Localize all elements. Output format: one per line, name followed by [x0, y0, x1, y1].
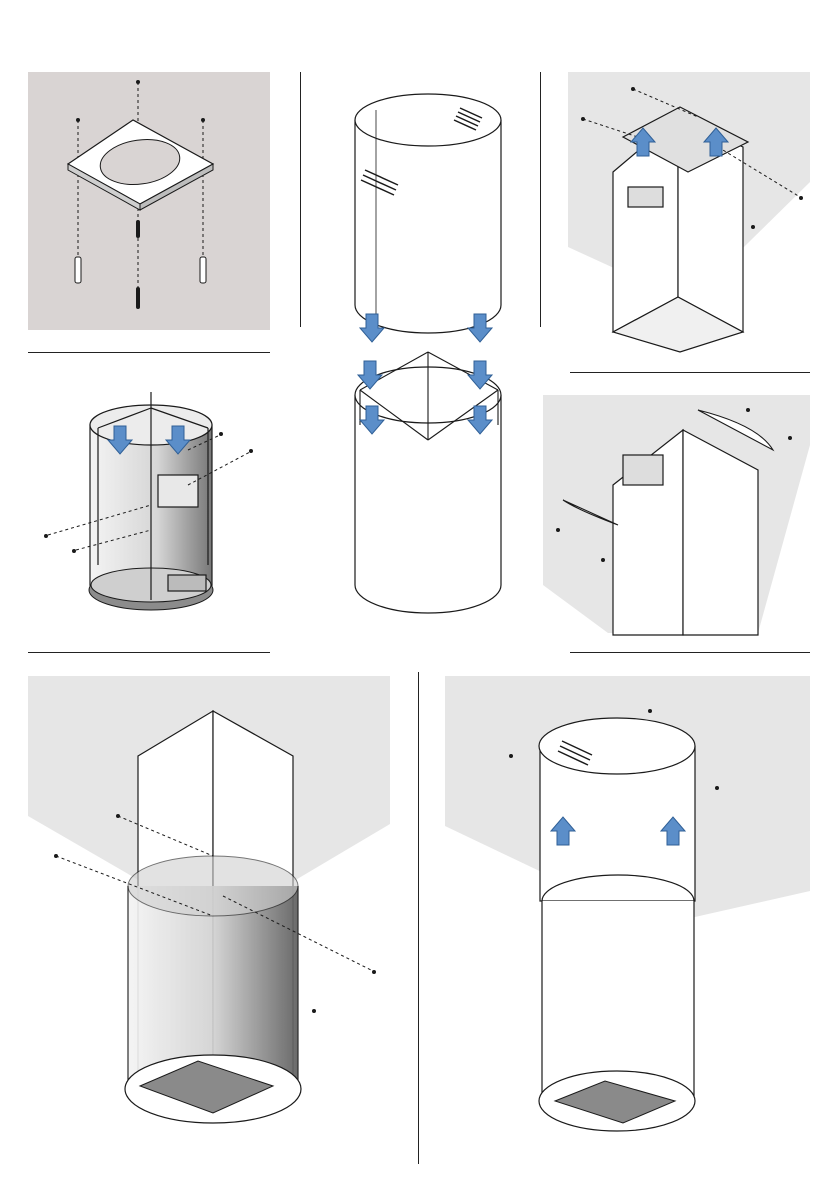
upper-chimney	[355, 94, 501, 333]
step-stack-chimneys-drawing	[330, 90, 530, 620]
step-attach-brackets-drawing	[543, 395, 810, 635]
divider-horizontal	[570, 372, 810, 373]
step-slide-chimney-drawing	[445, 676, 810, 1166]
upper-chimney	[539, 718, 695, 901]
step-lift-frame	[568, 72, 810, 362]
step-insert-frame-drawing	[28, 380, 270, 620]
divider-vertical	[418, 672, 419, 1164]
step-attach-brackets	[543, 395, 810, 635]
step-fit-hood-drawing	[28, 676, 390, 1166]
divider-horizontal	[570, 652, 810, 653]
divider-horizontal	[28, 352, 270, 353]
step-slide-chimney	[445, 676, 810, 1166]
step-mount-plate	[28, 72, 270, 330]
divider-vertical	[300, 72, 301, 327]
divider-vertical	[540, 72, 541, 327]
lower-chimney	[355, 352, 501, 613]
divider-horizontal	[28, 652, 270, 653]
step-stack-chimneys	[330, 90, 530, 620]
step-mount-plate-drawing	[28, 72, 270, 330]
step-fit-hood	[28, 676, 390, 1166]
step-insert-frame	[28, 380, 270, 620]
step-lift-frame-drawing	[568, 72, 810, 362]
frame-outline	[613, 430, 758, 635]
